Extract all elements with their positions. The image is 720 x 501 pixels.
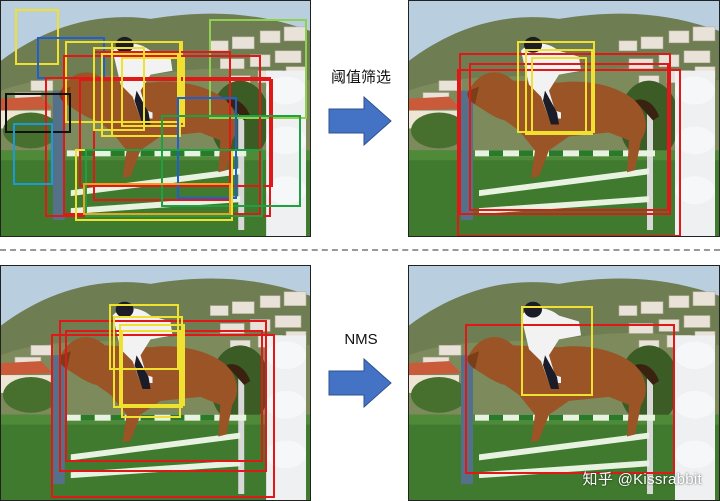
bounding-box xyxy=(51,334,275,498)
bounding-box xyxy=(521,306,593,396)
bounding-box xyxy=(93,47,145,131)
bounding-box xyxy=(13,123,53,185)
bounding-box xyxy=(83,183,231,215)
right-arrow-icon xyxy=(328,358,392,408)
bounding-box xyxy=(121,330,181,418)
bounding-box xyxy=(5,93,71,133)
panel-threshold-filtered xyxy=(408,0,720,237)
bounding-box xyxy=(79,79,273,187)
section-divider xyxy=(0,249,720,251)
watermark: 知乎 @Kissrabbit xyxy=(582,471,702,488)
photo-scene xyxy=(409,1,719,236)
bounding-box xyxy=(209,19,307,119)
bounding-box xyxy=(517,41,595,133)
bounding-box xyxy=(465,324,675,474)
bounding-box xyxy=(469,63,669,211)
step-label-threshold: 阈值筛选 xyxy=(330,69,391,86)
bounding-box xyxy=(101,53,179,137)
bounding-box xyxy=(457,69,681,236)
right-arrow-icon xyxy=(328,96,392,146)
bounding-box xyxy=(59,320,267,472)
photo-scene xyxy=(409,266,719,500)
bounding-box xyxy=(177,97,237,199)
panel-raw-detections xyxy=(0,0,311,237)
bounding-box xyxy=(531,57,587,135)
bounding-box xyxy=(113,316,183,408)
panel-after-nms xyxy=(408,265,720,501)
bounding-box xyxy=(121,57,185,127)
panel-before-nms xyxy=(0,265,311,501)
bounding-box xyxy=(119,324,185,406)
bounding-box xyxy=(459,53,671,215)
step-label-nms: NMS xyxy=(344,331,378,348)
bounding-box xyxy=(109,304,179,370)
